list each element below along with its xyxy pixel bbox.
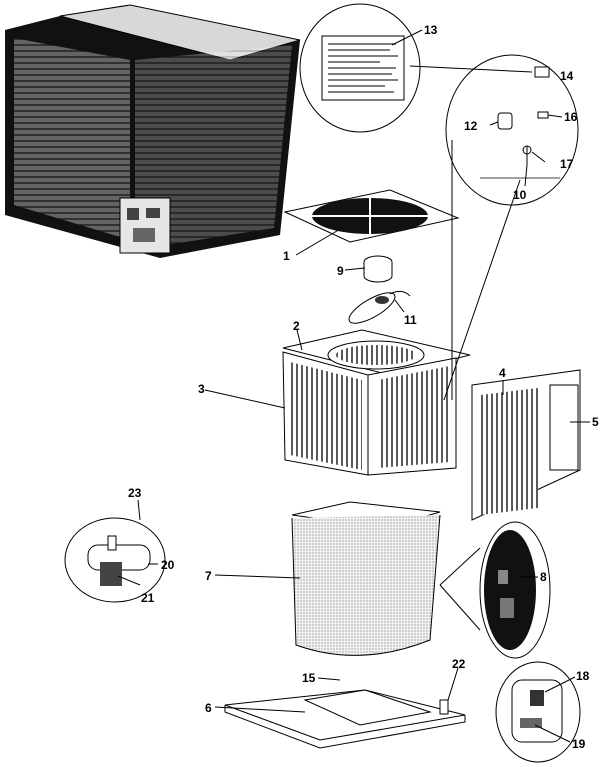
callout-17: 17 — [560, 157, 574, 171]
base-pan — [224, 689, 466, 749]
condenser-coil — [291, 501, 441, 656]
cabinet-panels — [282, 351, 457, 476]
callout-20: 20 — [161, 558, 175, 572]
callout-19: 19 — [572, 737, 586, 751]
callout-13: 13 — [424, 23, 438, 37]
assembled-condenser-unit — [5, 4, 301, 258]
fan-grille — [283, 189, 460, 243]
callout-7: 7 — [205, 569, 212, 583]
callout-12: 12 — [464, 119, 478, 133]
cabinet-top — [282, 329, 471, 376]
callout-6: 6 — [205, 701, 212, 715]
callout-22: 22 — [452, 657, 466, 671]
callout-16: 16 — [564, 110, 578, 124]
label-detail-circle — [299, 3, 421, 133]
callout-14: 14 — [560, 69, 574, 83]
callout-4: 4 — [499, 366, 506, 380]
callout-8: 8 — [540, 570, 547, 584]
compressor — [495, 661, 581, 763]
callout-5: 5 — [592, 415, 599, 429]
callout-23: 23 — [128, 486, 142, 500]
callout-labels: 1 2 3 4 5 6 7 8 9 10 11 12 13 14 15 16 1… — [128, 23, 599, 751]
access-panel — [471, 369, 581, 521]
callout-21: 21 — [141, 591, 155, 605]
fan-motor — [348, 290, 411, 324]
callout-11: 11 — [404, 313, 417, 327]
callout-9: 9 — [337, 264, 344, 278]
callout-10: 10 — [513, 188, 527, 202]
callout-18: 18 — [576, 669, 590, 683]
callout-1: 1 — [283, 249, 290, 263]
service-valve-detail — [64, 517, 166, 603]
leader-lines — [117, 29, 590, 743]
controls-detail-circle — [445, 54, 579, 206]
fan-blade — [363, 255, 393, 283]
callout-15: 15 — [302, 671, 316, 685]
callout-2: 2 — [293, 319, 300, 333]
control-box-detail — [439, 521, 551, 659]
callout-3: 3 — [198, 382, 205, 396]
